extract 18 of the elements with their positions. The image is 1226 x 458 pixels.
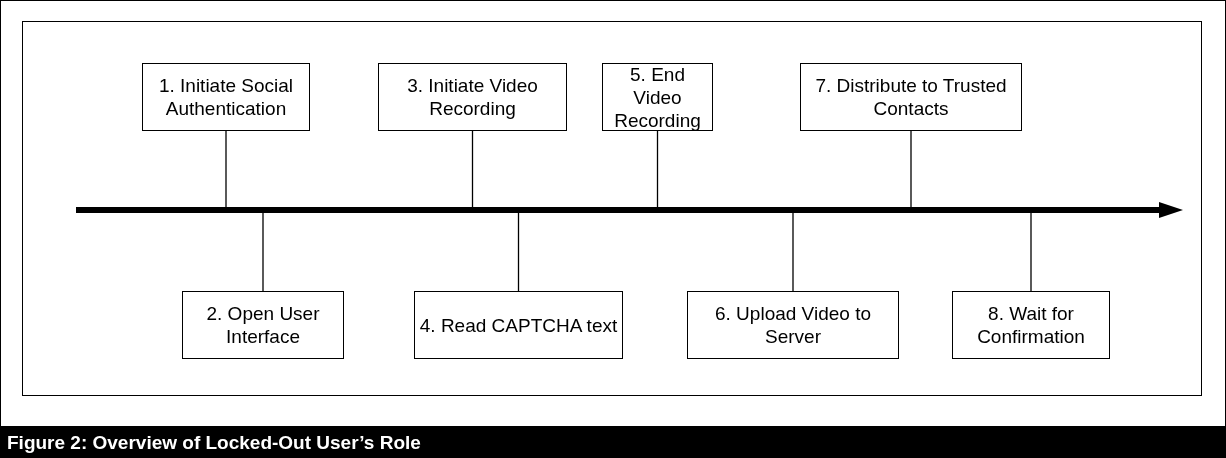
connector-line (471, 130, 474, 208)
connector-line (517, 212, 520, 292)
connector-line (656, 130, 659, 208)
figure-caption: Figure 2: Overview of Locked-Out User’s Role (1, 426, 1226, 458)
step-box: 5. End Video Recording (602, 63, 713, 131)
step-box: 3. Initiate Video Recording (378, 63, 567, 131)
step-box: 1. Initiate Social Authentication (142, 63, 310, 131)
connector-line (910, 130, 912, 208)
step-box: 7. Distribute to Trusted Contacts (800, 63, 1022, 131)
connector-line (262, 212, 264, 292)
step-box: 6. Upload Video to Server (687, 291, 899, 359)
step-box: 8. Wait for Confirmation (952, 291, 1110, 359)
connector-line (225, 130, 227, 208)
step-box: 2. Open User Interface (182, 291, 344, 359)
connector-line (1030, 212, 1032, 292)
connector-line (792, 212, 794, 292)
step-box: 4. Read CAPTCHA text (414, 291, 623, 359)
timeline-arrow (76, 202, 1183, 218)
